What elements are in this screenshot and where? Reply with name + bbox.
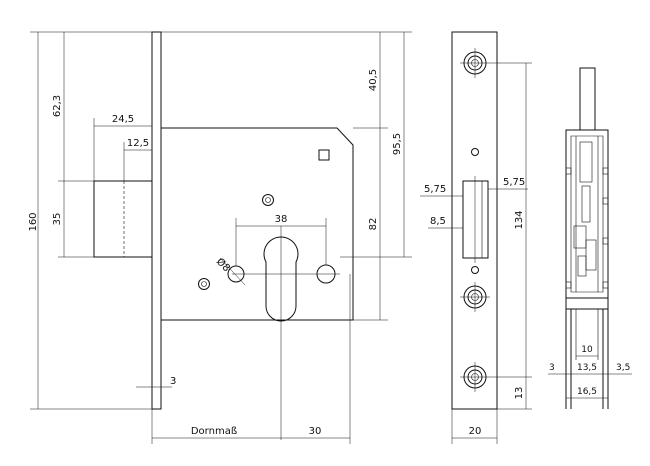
dim-12-5: 12,5 <box>127 138 149 149</box>
dim-24-5: 24,5 <box>112 114 134 125</box>
dim-30: 30 <box>309 426 322 437</box>
dim-o8: Ø8 <box>214 256 233 275</box>
side-bolt <box>579 67 596 131</box>
cylinder-cutout <box>263 236 299 322</box>
faceplate-dimensions: 5,75 5,75 8,5 134 13 20 <box>420 62 532 444</box>
side-dimensions: 10 13,5 3 3,5 16,5 <box>548 345 632 409</box>
dead-bolt <box>93 180 153 258</box>
dim-5-75-left: 5,75 <box>424 184 446 195</box>
screw-upper <box>262 194 274 206</box>
lock-case <box>161 127 354 321</box>
latch-opening <box>462 180 489 259</box>
screw-lower <box>198 278 210 290</box>
dim-40-5: 40,5 <box>368 69 379 91</box>
dim-134: 134 <box>514 210 525 229</box>
faceplate-outline <box>451 31 498 410</box>
dim-35: 35 <box>52 213 63 226</box>
side-view <box>565 67 609 409</box>
side-body <box>565 129 609 299</box>
dim-dornmass: Dornmaß <box>191 426 237 437</box>
front-faceplate <box>151 31 162 410</box>
dim-side-3: 3 <box>549 363 555 373</box>
dim-13-5: 13,5 <box>577 363 597 373</box>
dim-20: 20 <box>469 426 482 437</box>
faceplate-view <box>451 31 498 410</box>
dim-3-5: 3,5 <box>616 363 630 373</box>
dim-10: 10 <box>581 345 593 355</box>
front-dimensions: 160 62,3 35 24,5 12,5 3 Dornmaß 30 38 <box>28 31 412 444</box>
dim-13: 13 <box>514 387 525 400</box>
dim-95-5: 95,5 <box>392 133 403 155</box>
dim-82: 82 <box>368 218 379 231</box>
pin-square <box>318 149 330 161</box>
dim-62-3: 62,3 <box>52 95 63 117</box>
dim-3: 3 <box>170 376 176 387</box>
dim-8-5: 8,5 <box>430 216 446 227</box>
dim-16-5: 16,5 <box>577 387 597 397</box>
dim-5-75-right: 5,75 <box>503 177 525 188</box>
front-view <box>93 31 354 440</box>
dim-160: 160 <box>28 212 39 231</box>
dim-38: 38 <box>275 214 288 225</box>
